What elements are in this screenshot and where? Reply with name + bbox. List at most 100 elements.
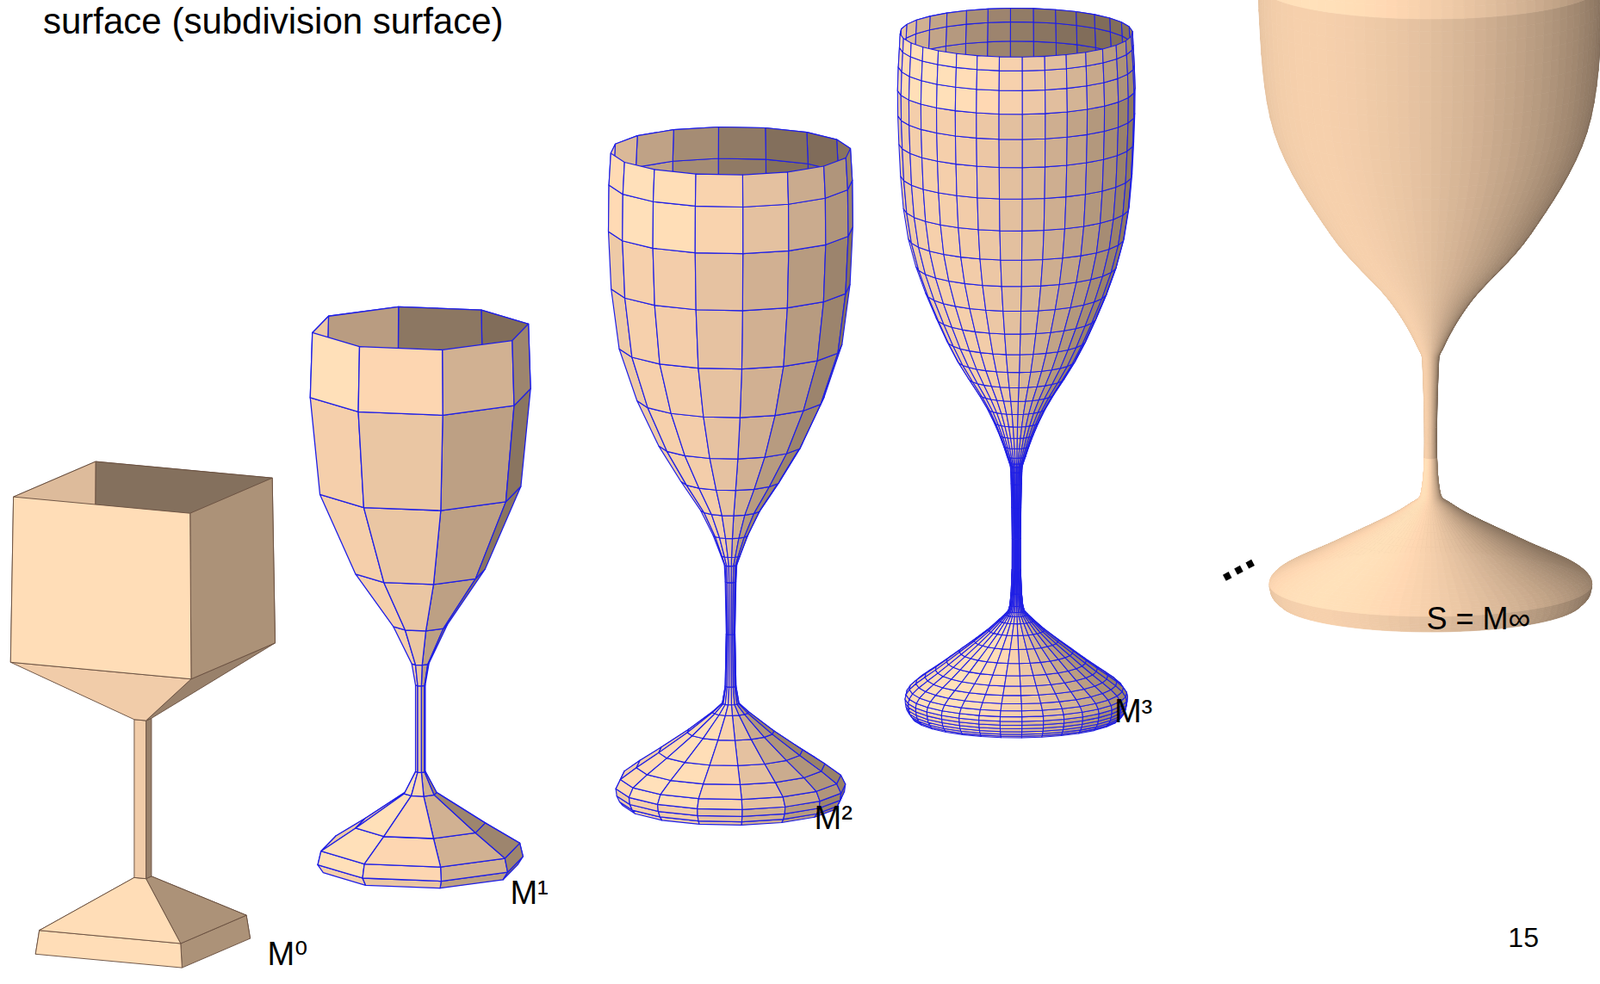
mesh-face [1086, 82, 1105, 110]
mesh-face [765, 128, 809, 165]
mesh-face [1066, 162, 1087, 198]
mesh-face [442, 341, 515, 416]
mesh-face [727, 557, 732, 566]
mesh-face [1011, 414, 1018, 428]
mesh-face [787, 244, 825, 308]
mesh-face [743, 204, 789, 254]
mesh-face [1010, 8, 1034, 23]
mesh-face [909, 125, 923, 159]
mesh-face [940, 224, 962, 257]
mesh-face [787, 166, 826, 205]
mesh-face [358, 347, 443, 416]
mesh-face [929, 12, 947, 31]
mesh-face [1021, 483, 1023, 509]
mesh-face [1043, 197, 1067, 231]
mesh-face [936, 107, 956, 137]
mesh-face [741, 308, 788, 370]
mesh-face [976, 69, 999, 91]
mesh-face [922, 157, 939, 193]
mesh-face [1015, 464, 1018, 468]
mesh-face [946, 10, 967, 27]
mesh-face [1042, 229, 1066, 261]
mesh-face [1009, 387, 1019, 402]
mesh-face [998, 113, 1023, 140]
mesh-face [999, 230, 1023, 261]
mesh-face [1103, 127, 1118, 160]
mesh-face [908, 99, 921, 130]
mesh-face [1005, 663, 1020, 676]
mesh-face [982, 285, 1004, 311]
mesh-face [998, 70, 1023, 91]
mesh-face [742, 250, 789, 311]
mesh-face [1015, 606, 1018, 613]
mesh-face [729, 582, 732, 635]
mesh-face [1022, 138, 1046, 168]
mesh-face [955, 164, 978, 199]
mesh-face [823, 235, 849, 302]
mesh-face [1086, 131, 1105, 164]
mesh-face [1062, 226, 1084, 259]
mesh-face [1015, 508, 1017, 540]
mesh-face [652, 248, 696, 310]
mesh-face [1010, 401, 1019, 415]
mesh-face [928, 26, 947, 50]
mesh-face [1022, 90, 1046, 115]
mesh-face [1044, 165, 1067, 199]
mesh-face [417, 686, 422, 774]
mesh-face [1064, 194, 1086, 230]
mesh-face [1003, 686, 1022, 696]
mesh-face [999, 198, 1023, 231]
mesh-face [966, 8, 988, 25]
subdivision-glasses [10, 0, 1600, 968]
mesh-face [955, 53, 977, 70]
mesh-face [1022, 113, 1046, 140]
mesh-face [310, 332, 360, 412]
mesh-face [1012, 427, 1018, 439]
mesh-face [1020, 685, 1039, 695]
mesh-face [955, 136, 977, 167]
mesh-face [824, 189, 849, 245]
mesh-face [1021, 230, 1044, 261]
mesh-face [310, 397, 364, 509]
wine-glass [1258, 0, 1600, 633]
mesh-face [695, 310, 743, 370]
mesh-face [729, 634, 732, 688]
mesh-face [1001, 286, 1022, 312]
mesh-face [998, 167, 1023, 199]
mesh-face [1015, 484, 1017, 509]
mesh-face [1116, 123, 1129, 156]
mesh-face [923, 189, 941, 225]
mesh-face [1007, 372, 1019, 389]
mesh-face [1045, 136, 1068, 168]
mesh-face [1020, 310, 1039, 335]
mesh-face [635, 130, 674, 168]
mesh-face [955, 111, 977, 139]
mesh-face [976, 137, 999, 168]
mesh-face [1066, 52, 1086, 69]
mesh-face [622, 241, 655, 306]
mesh-face [1015, 539, 1017, 571]
mesh-face [922, 47, 938, 65]
mesh-face [945, 24, 967, 46]
mesh-face [694, 205, 743, 254]
mesh-face [1066, 86, 1088, 112]
mesh-face [998, 56, 1023, 71]
mesh-face [1015, 458, 1018, 465]
mesh-face [965, 22, 988, 44]
mesh-face [424, 684, 426, 772]
mesh-face [1055, 9, 1077, 25]
mesh-face [999, 711, 1022, 718]
mesh-face [1033, 22, 1056, 44]
mesh-face [697, 799, 743, 811]
wine-glass [897, 8, 1135, 738]
mesh-face [976, 112, 999, 140]
mesh-face [1131, 31, 1134, 50]
mesh-face [1015, 570, 1017, 595]
mesh-face [1021, 471, 1022, 484]
mesh-face [653, 169, 697, 206]
mesh-face [1033, 8, 1056, 24]
mesh-face [1086, 105, 1104, 135]
mesh-face [1021, 260, 1043, 287]
mesh-face [910, 153, 924, 190]
